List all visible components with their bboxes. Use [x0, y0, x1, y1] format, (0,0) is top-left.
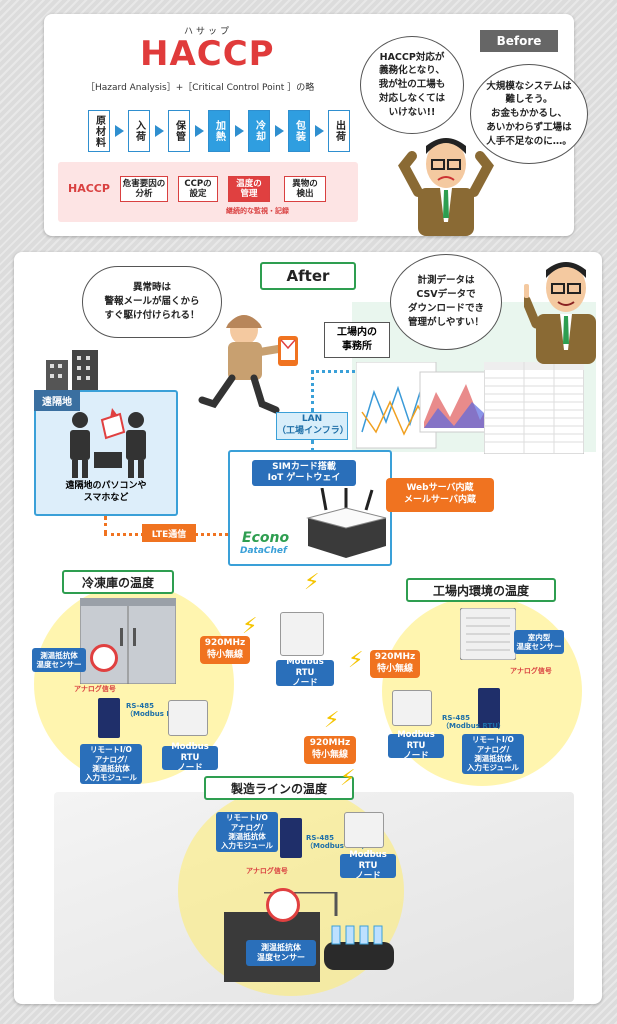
radio-bolt-icon: ⚡	[242, 614, 258, 639]
lan-label: LAN （工場インフラ）	[276, 412, 349, 440]
remote-users-illustration	[70, 408, 146, 478]
flow-step-1: 入荷	[128, 110, 150, 152]
happy-man-illustration	[524, 262, 596, 364]
building-icon	[46, 350, 98, 396]
zone-factory-env-label: 工場内環境の温度	[406, 578, 556, 602]
radio-bolt-icon: ⚡	[340, 766, 356, 791]
env-remote-io-label: リモートI/O アナログ/ 測温抵抗体 入力モジュール	[462, 734, 524, 774]
after-panel: After 工場内の 事務所 異常時は 警報メールが届くから すぐ駆け付けられる…	[14, 252, 602, 1004]
after-badge: After	[260, 262, 356, 290]
central-modbus-node-device	[280, 612, 324, 656]
remote-label: 遠隔地	[34, 390, 80, 411]
lte-label: LTE通信	[142, 524, 196, 542]
prod-remote-io-device	[280, 818, 302, 858]
arrow-icon	[155, 125, 164, 137]
lan-line-up	[311, 370, 314, 412]
bubble-csv-download: 計測データは CSVデータで ダウンロードでき 管理がしやすい！	[390, 254, 502, 350]
flow-step-6: 出荷	[328, 110, 350, 152]
office-label: 工場内の 事務所	[324, 322, 390, 358]
before-panel: Before ハサップ HACCP ［Hazard Analysis］+［Cri…	[44, 14, 588, 236]
arrow-icon	[195, 125, 204, 137]
radio-bolt-icon: ⚡	[324, 708, 340, 733]
step-ccp-setting: CCPの 設定	[178, 176, 218, 202]
freezer-remote-io-device	[98, 698, 120, 738]
step-temperature-control: 温度の 管理	[228, 176, 270, 202]
worried-man-illustration	[398, 138, 494, 236]
freezer-modbus-node-label: Modbus RTU ノード	[162, 742, 218, 773]
haccp-row-label: HACCP	[68, 182, 110, 195]
freezer-remote-io-label: リモートI/O アナログ/ 測温抵抗体 入力モジュール	[80, 744, 142, 784]
haccp-title: HACCP	[140, 34, 275, 74]
room-sensor-illustration	[460, 608, 516, 660]
webserver-label: Webサーバ内蔵 メールサーバ内蔵	[386, 478, 494, 512]
radio-label-env: 920MHz 特小無線	[370, 650, 420, 678]
prod-rtd-sensor-label: 測温抵抗体 温度センサー	[246, 940, 316, 966]
bubble-obligation: HACCP対応が 義務化となり、 我が社の工場も 対応しなくては いけない!!	[360, 36, 464, 134]
env-modbus-node-label: Modbus RTU ノード	[388, 730, 444, 761]
radio-wave-icon: ⚡	[304, 570, 320, 595]
flow-row: 原材料 入荷 保管 加熱 冷却 包装 出荷	[88, 110, 358, 160]
freezer-rtd-sensor-label: 測温抵抗体 温度センサー	[32, 648, 86, 672]
env-modbus-node-device	[392, 690, 432, 726]
remote-desc: 遠隔地のパソコンや スマホなど	[65, 481, 147, 504]
before-badge: Before	[480, 30, 558, 52]
flow-step-3: 加熱	[208, 110, 230, 152]
gateway-box: SIMカード搭載 IoT ゲートウェイ Econo DataChef	[228, 450, 392, 566]
remote-box: 遠隔地 遠隔地のパソコンや スマホなど	[34, 390, 178, 516]
gateway-device-illustration	[306, 488, 387, 558]
monitor-note: 継続的な監視・記録	[226, 207, 289, 215]
haccp-steps-area: HACCP 危害要因の 分析 CCPの 設定 温度の 管理 異物の 検出 継続的…	[58, 162, 358, 222]
flow-step-2: 保管	[168, 110, 190, 152]
flow-step-4: 冷却	[248, 110, 270, 152]
flow-step-5: 包装	[288, 110, 310, 152]
freezer-illustration	[80, 598, 176, 684]
arrow-icon	[275, 125, 284, 137]
prod-modbus-node-device	[344, 812, 384, 848]
radio-label-production: 920MHz 特小無線	[304, 736, 356, 764]
csv-table-illustration	[484, 362, 584, 454]
haccp-subtitle: ［Hazard Analysis］+［Critical Control Poin…	[86, 83, 315, 93]
freezer-analog-signal: アナログ信号	[74, 685, 116, 693]
arrow-icon	[115, 125, 124, 137]
lan-line-down	[311, 440, 314, 452]
arrow-icon	[315, 125, 324, 137]
env-rs485-label: RS-485 （Modbus RTU）	[442, 714, 505, 731]
radio-bolt-icon: ⚡	[348, 648, 364, 673]
central-modbus-node-label: Modbus RTU ノード	[276, 657, 334, 688]
env-remote-io-device	[478, 688, 500, 728]
zone-freezer-label: 冷凍庫の温度	[62, 570, 174, 594]
running-worker-illustration	[198, 315, 298, 414]
prod-modbus-node-label: Modbus RTU ノード	[340, 850, 396, 881]
brand-econo: Econo	[242, 530, 290, 546]
bubble-concern: 大規模なシステムは 難しそう。 お金もかかるし、 あいかわらず工場は 人手不足な…	[470, 64, 588, 164]
zone-production-label: 製造ラインの温度	[204, 776, 354, 800]
room-sensor-label: 室内型 温度センサー	[514, 630, 564, 654]
freezer-modbus-node-device	[168, 700, 208, 736]
brand-datachef: DataChef	[240, 546, 287, 556]
gateway-label: SIMカード搭載 IoT ゲートウェイ	[252, 460, 356, 486]
step-foreign-detection: 異物の 検出	[284, 176, 326, 202]
lan-line-office	[311, 370, 355, 373]
arrow-icon	[235, 125, 244, 137]
step-hazard-analysis: 危害要因の 分析	[120, 176, 168, 202]
bubble-alert-mail: 異常時は 警報メールが届くから すぐ駆け付けられる！	[82, 266, 222, 338]
radio-label-freezer: 920MHz 特小無線	[200, 636, 250, 664]
flow-step-0: 原材料	[88, 110, 110, 152]
prod-sensor-icon	[266, 888, 300, 922]
haccp-ruby: ハサップ	[184, 27, 233, 37]
env-analog-signal: アナログ信号	[510, 667, 552, 675]
prod-remote-io-label: リモートI/O アナログ/ 測温抵抗体 入力モジュール	[216, 812, 278, 852]
chart-screen-illustration	[356, 362, 501, 449]
lte-line-vertical	[104, 516, 107, 534]
prod-analog-signal: アナログ信号	[246, 867, 288, 875]
freezer-sensor-icon	[90, 644, 118, 672]
